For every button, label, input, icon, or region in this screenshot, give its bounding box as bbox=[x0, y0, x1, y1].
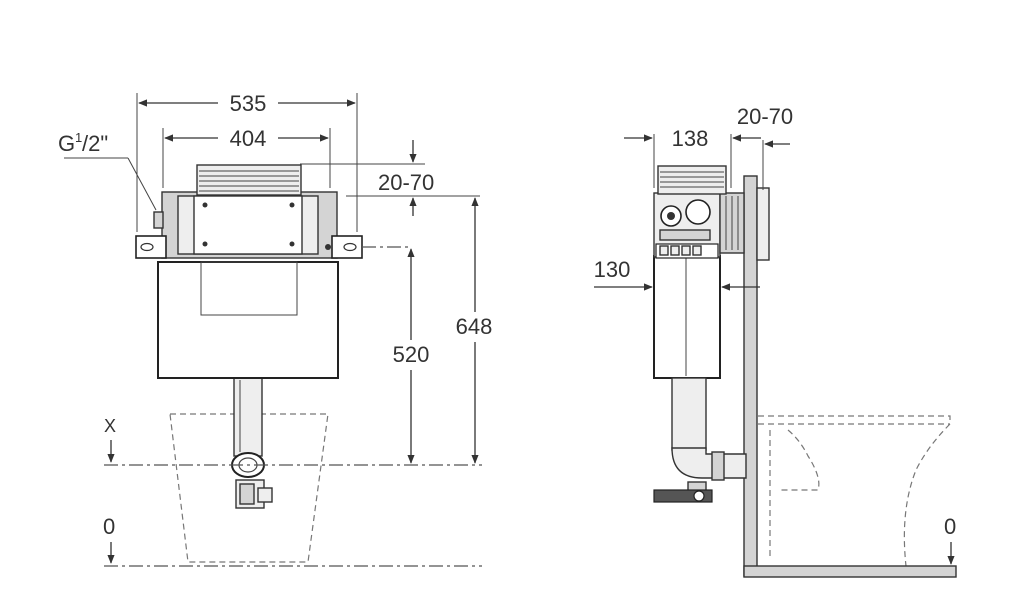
toilet-outline-front bbox=[169, 413, 329, 563]
dim-138: 138 bbox=[672, 126, 709, 151]
toilet-outline-side bbox=[758, 415, 951, 567]
front-view: 535 404 G 1 /2" 20-70 520 648 bbox=[58, 91, 493, 567]
inspection-box-side bbox=[657, 165, 727, 195]
flush-pipe-front bbox=[233, 377, 263, 457]
dim-520: 520 bbox=[393, 342, 430, 367]
valve-right-side bbox=[685, 199, 711, 225]
cistern-panel-front bbox=[200, 261, 298, 316]
datum-0-label-front: 0 bbox=[103, 514, 115, 539]
inspection-box-front bbox=[196, 164, 302, 196]
wall-frame-side bbox=[743, 175, 957, 578]
cistern-body-front bbox=[157, 261, 339, 379]
thread-sup: 1 bbox=[75, 130, 82, 145]
water-inlet-front bbox=[153, 211, 164, 229]
thread-label: G 1 /2" bbox=[58, 130, 108, 156]
wall-flange-side bbox=[756, 187, 770, 261]
side-view: 138 20-70 130 0 bbox=[594, 104, 957, 578]
flush-pipe-side bbox=[671, 377, 747, 481]
dim-20-70-side: 20-70 bbox=[737, 104, 793, 129]
button-row-side bbox=[655, 243, 719, 259]
dim-20-70-front: 20-70 bbox=[378, 170, 434, 195]
thread-g: G bbox=[58, 131, 75, 156]
datum-x-label: X bbox=[104, 416, 116, 436]
cistern-body-side bbox=[653, 255, 721, 379]
datum-0-label-side: 0 bbox=[944, 514, 956, 539]
thread-frac: /2" bbox=[82, 131, 108, 156]
left-bracket bbox=[135, 235, 167, 259]
right-bracket bbox=[325, 235, 363, 259]
dim-130: 130 bbox=[594, 257, 631, 282]
mounting-plate-front bbox=[193, 195, 303, 255]
dim-648: 648 bbox=[456, 314, 493, 339]
dim-404: 404 bbox=[230, 126, 267, 151]
dim-535: 535 bbox=[230, 91, 267, 116]
